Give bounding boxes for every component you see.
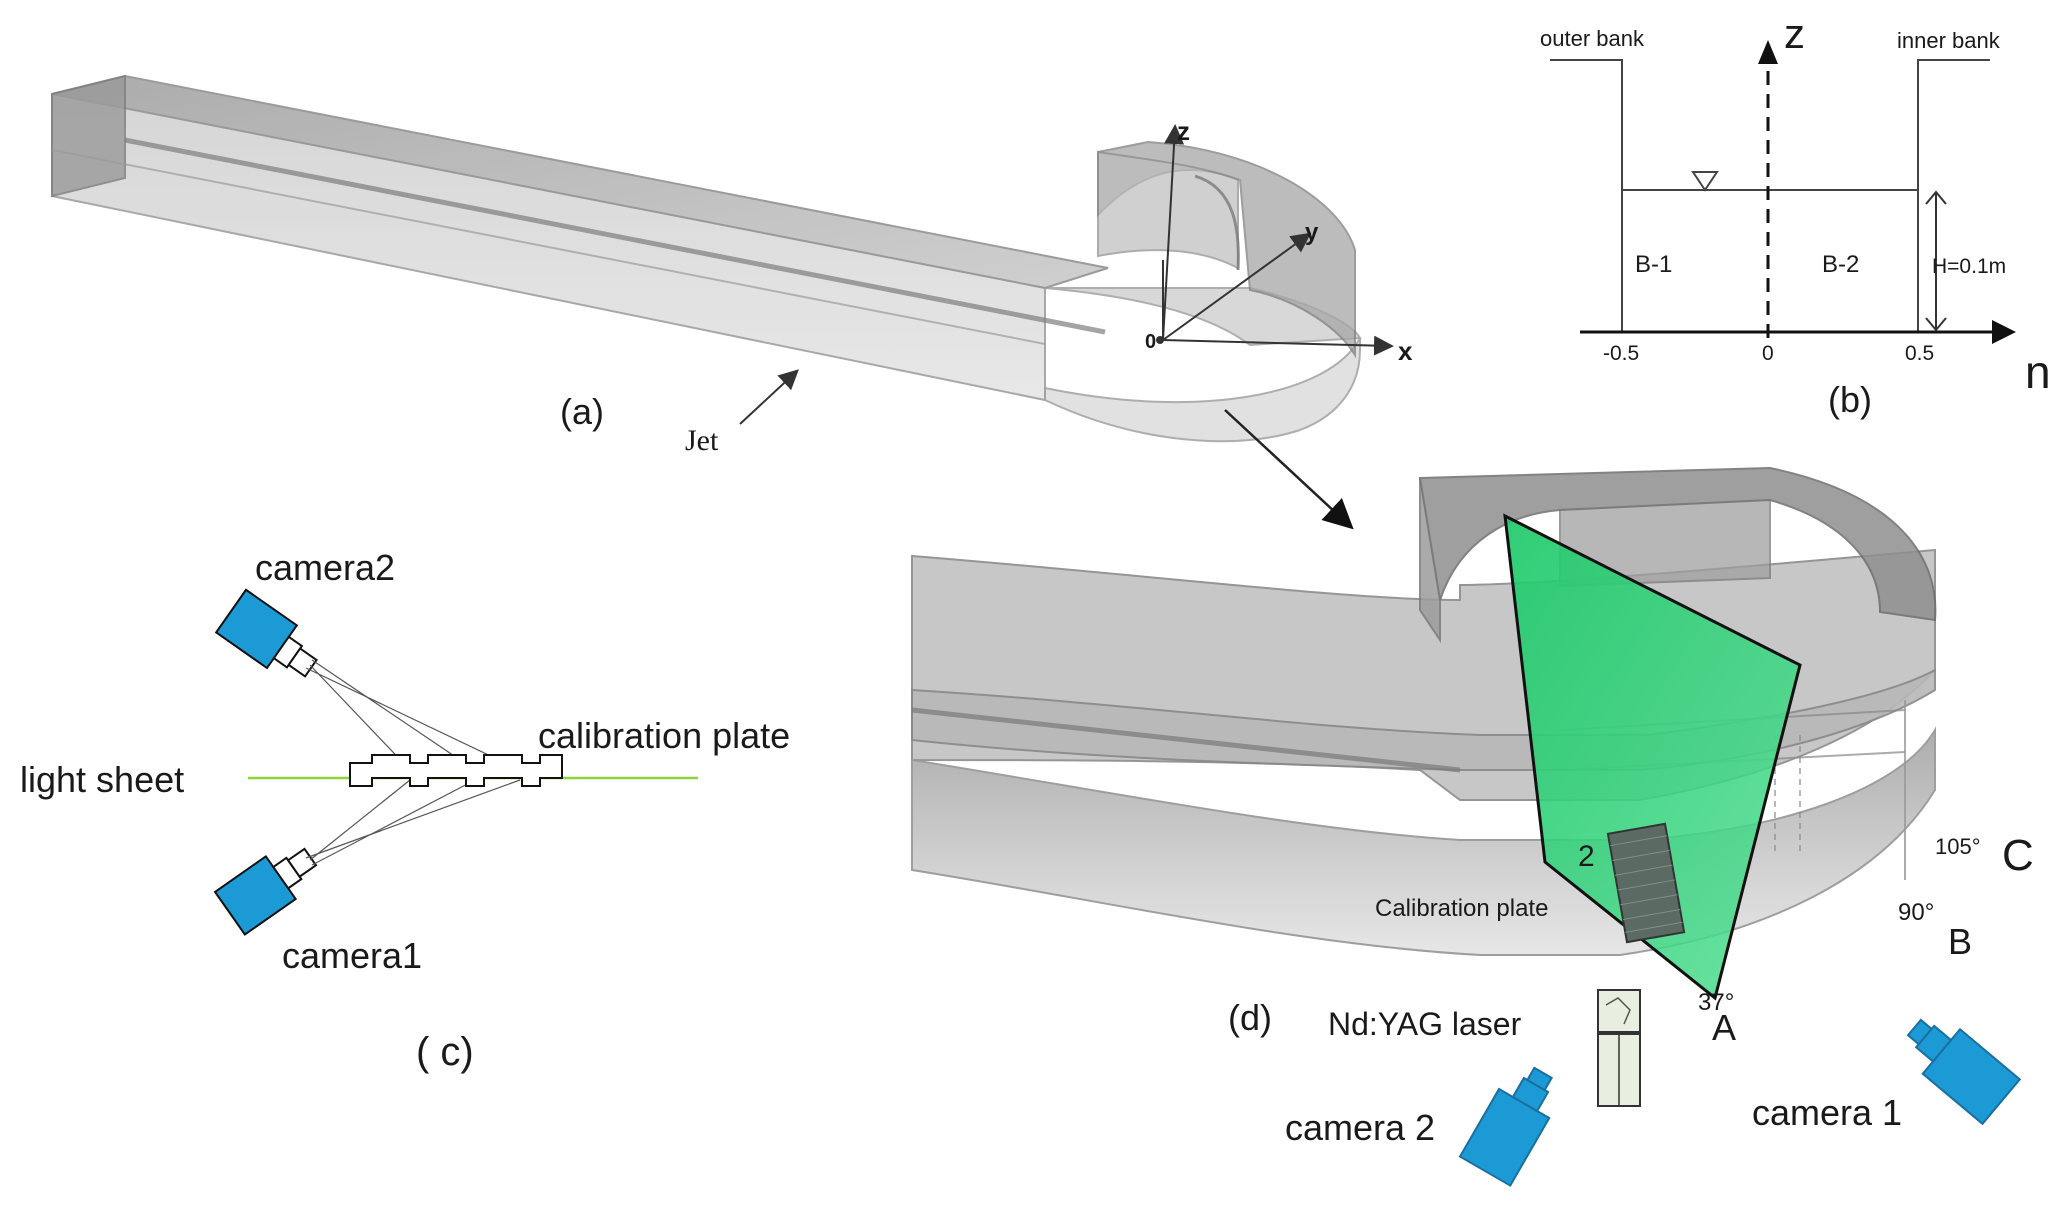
axis-n-label: n [2025,346,2051,398]
light-sheet-label: light sheet [20,759,184,800]
laser-light-sheet [1503,513,1802,1001]
region-b1-label: B-1 [1635,251,1672,278]
camera2-label: camera2 [255,547,395,588]
jet-pointer-arrow [739,369,799,425]
axis-x-label: x [1398,336,1413,366]
flume-bend [1044,140,1362,443]
angle-c-label: 105° [1935,834,1981,859]
camera-2-icon [1458,1066,1554,1187]
water-level-symbol [1691,171,1719,192]
calibration-grid-lines [1609,835,1683,933]
angle-a-label: 37° [1698,989,1734,1016]
axis-y-label: y [1305,219,1319,246]
panel-a: z x y 0 Jet (a) [51,74,1413,530]
inner-bank-wall [1917,59,1990,332]
angle-b-label: 90° [1898,899,1934,926]
axis-z-label-b: z [1784,10,1805,57]
point-c-label: C [2002,831,2034,880]
camera-1-icon [1906,1018,2022,1126]
origin-label: 0 [1145,331,1156,353]
camera2-icon [214,588,318,678]
coordinate-axes: z x y 0 [1145,116,1413,366]
calibration-plate-label-d: Calibration plate [1375,895,1548,922]
inner-bank-label: inner bank [1897,28,2001,53]
camera1-label: camera1 [282,935,422,976]
tick-left: -0.5 [1603,342,1639,365]
region-b2-label: B-2 [1822,251,1859,278]
axis-z-label: z [1177,116,1190,146]
camera1-icon [213,847,318,936]
nd-yag-laser-icon [1597,989,1641,1107]
panel-a-label: (a) [560,391,604,432]
point-b-label: B [1948,921,1972,962]
laser-label: Nd:YAG laser [1328,1006,1522,1042]
z-axis-arrow [1758,40,1778,64]
tick-right: 0.5 [1905,342,1934,365]
tick-mid: 0 [1762,342,1774,365]
camera-2-label: camera 2 [1285,1107,1435,1148]
panel-b-label: (b) [1828,379,1872,420]
panel-b: outer bank inner bank z n B-1 B-2 H=0.1m… [1540,10,2051,420]
panel-c-label: ( c) [416,1030,474,1074]
depth-arrow-top [1925,190,1947,205]
camera-1-label: camera 1 [1752,1092,1902,1133]
plate-number-label: 2 [1578,840,1595,873]
panel-c: camera2 light sheet calibration plate ca… [20,547,790,1074]
jet-label: Jet [685,424,719,457]
view-rays [305,659,521,866]
panel-d-label: (d) [1228,997,1272,1038]
flume-straight [51,74,1109,402]
depth-label: H=0.1m [1932,255,2006,278]
n-axis-arrow [1992,320,2016,344]
outer-bank-label: outer bank [1540,26,1645,51]
depth-arrow-bottom [1925,317,1947,332]
point-a-label: A [1712,1007,1736,1048]
calibration-plate-label: calibration plate [538,715,790,756]
zoom-arrow [1224,409,1354,530]
panel-d: 2 Calibration plate 105° C 90° B 37° A (… [911,466,2034,1187]
outer-bank-wall [1550,59,1623,332]
calibration-plate-sketch [349,754,563,787]
